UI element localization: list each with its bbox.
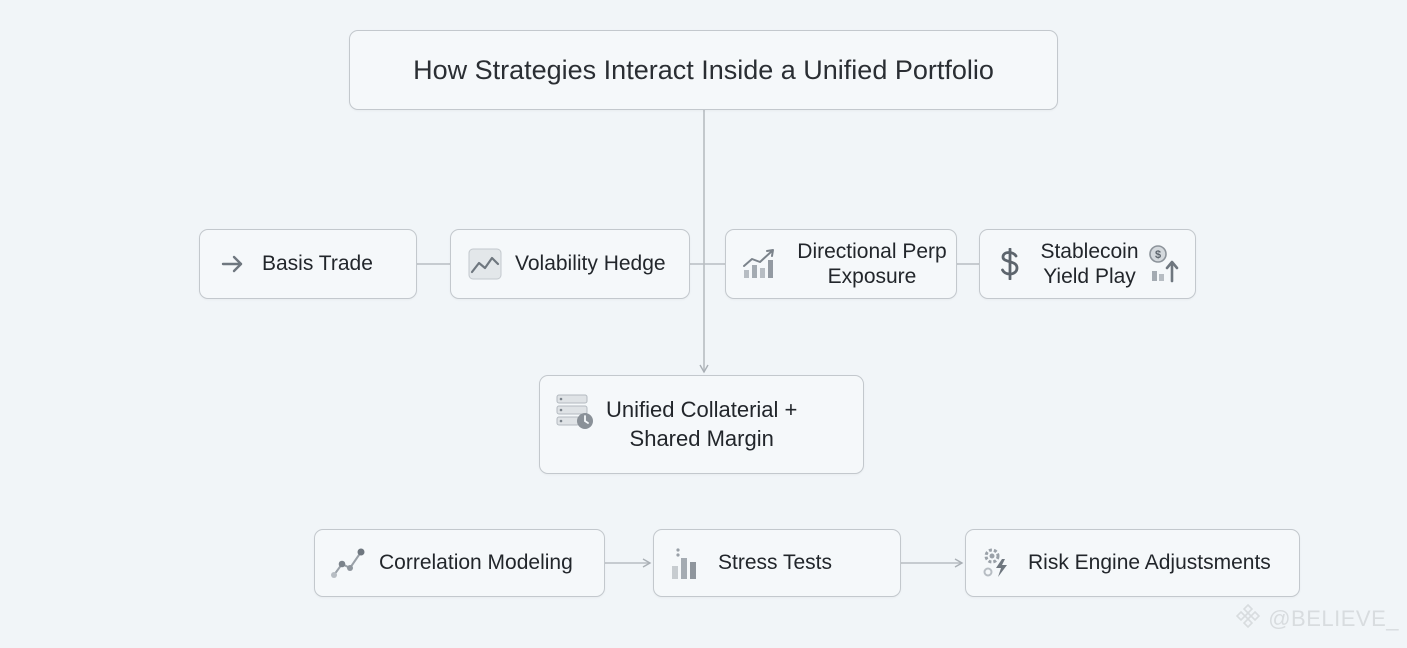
bar-chart-icon — [670, 546, 702, 580]
watermark-text: @BELIEVE_ — [1268, 606, 1399, 631]
strategy-label-line2: Yield Play — [1043, 265, 1136, 288]
step-label: Risk Engine Adjustsments — [1028, 551, 1271, 575]
coin-growth-icon: $ — [1147, 245, 1181, 283]
strategy-directional-perp: Directional Perp Exposure — [725, 229, 957, 299]
binance-logo-icon — [1234, 602, 1262, 636]
strategy-stablecoin-yield: Stablecoin Yield Play $ — [979, 229, 1196, 299]
diagram-title-box: How Strategies Interact Inside a Unified… — [349, 30, 1058, 110]
hub-label-line2: Shared Margin — [629, 425, 774, 451]
hub-unified-collateral: Unified Collaterial + Shared Margin — [539, 375, 864, 474]
step-stress-tests: Stress Tests — [653, 529, 901, 597]
hub-label-line1: Unified Collaterial + — [606, 396, 798, 422]
hub-label: Unified Collaterial + Shared Margin — [606, 396, 797, 453]
dollar-icon — [998, 248, 1022, 280]
diagram-title: How Strategies Interact Inside a Unified… — [413, 54, 994, 85]
strategy-label: Directional Perp Exposure — [788, 239, 956, 289]
step-label: Correlation Modeling — [379, 551, 573, 575]
strategy-basis-trade: Basis Trade — [199, 229, 417, 299]
server-clock-icon — [556, 394, 594, 430]
strategy-label-line2: Exposure — [827, 265, 917, 288]
strategy-label: Volability Hedge — [515, 252, 666, 276]
gear-bolt-icon — [982, 546, 1014, 580]
strategy-label: Basis Trade — [262, 252, 373, 276]
bar-chart-trend-icon — [742, 248, 778, 280]
strategy-label-line1: Directional Perp — [797, 239, 947, 263]
step-correlation-modeling: Correlation Modeling — [314, 529, 605, 597]
strategy-label-line1: Stablecoin — [1040, 239, 1139, 263]
watermark: @BELIEVE_ — [1234, 602, 1399, 636]
svg-text:$: $ — [1155, 249, 1161, 261]
arrow-right-icon — [220, 254, 246, 274]
step-risk-engine: Risk Engine Adjustsments — [965, 529, 1300, 597]
scatter-line-icon — [331, 547, 365, 579]
step-label: Stress Tests — [718, 551, 832, 575]
strategy-volatility-hedge: Volability Hedge — [450, 229, 690, 299]
strategy-label: Stablecoin Yield Play — [1032, 239, 1147, 289]
line-chart-icon — [467, 248, 503, 280]
